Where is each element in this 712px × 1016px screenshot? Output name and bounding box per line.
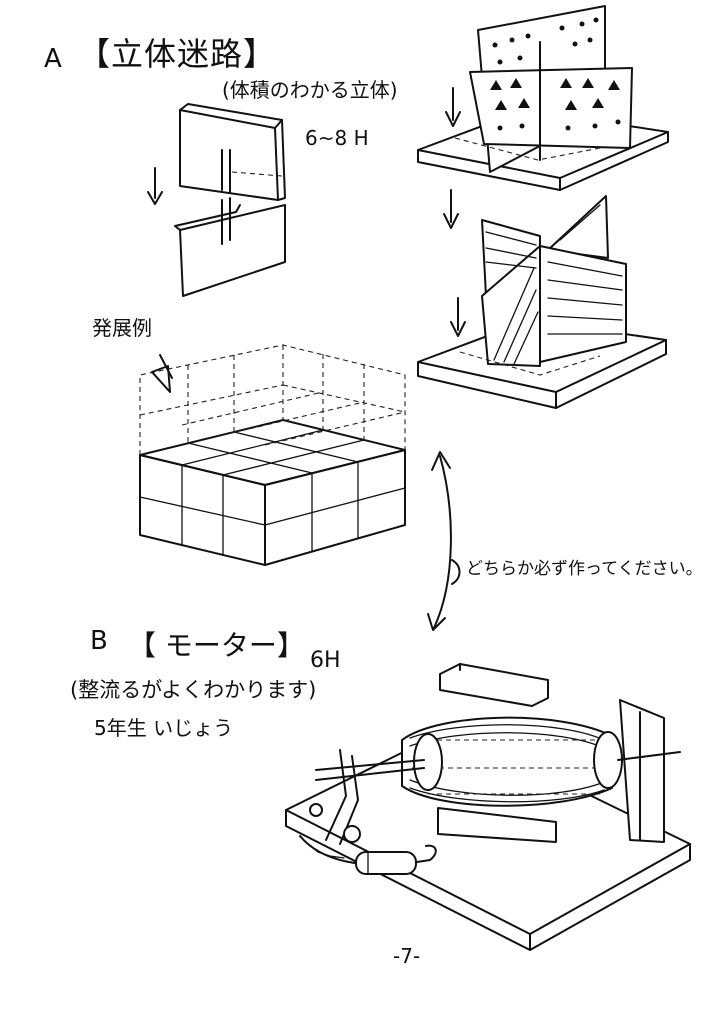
striped-panel-sketch — [417, 189, 667, 409]
section-a-subtitle: (体積のわかる立体) — [222, 78, 398, 102]
development-example-label: 発展例 — [92, 316, 152, 340]
section-b-title: 【 モーター】 — [128, 629, 305, 662]
choice-arrow — [427, 451, 461, 631]
section-a-title: 【立体迷路】 — [78, 35, 277, 73]
section-b-letter: B — [90, 626, 108, 656]
page-number: -7- — [393, 944, 421, 968]
section-a-letter: A — [44, 44, 62, 74]
section-a-hours: 6~8 H — [305, 126, 369, 150]
choose-one-instruction: どちらか必ず作ってください。 — [466, 559, 703, 579]
grid-maze-sketch — [139, 344, 406, 566]
section-b-hours: 6H — [310, 648, 341, 673]
perforated-panel-sketch — [417, 5, 669, 191]
section-b-subtitle: (整流るがよくわかります) — [70, 678, 317, 702]
grade-requirement: 5年生 いじょう — [94, 716, 234, 740]
slotted-pieces-sketch — [147, 103, 286, 297]
motor-sketch — [285, 663, 691, 951]
